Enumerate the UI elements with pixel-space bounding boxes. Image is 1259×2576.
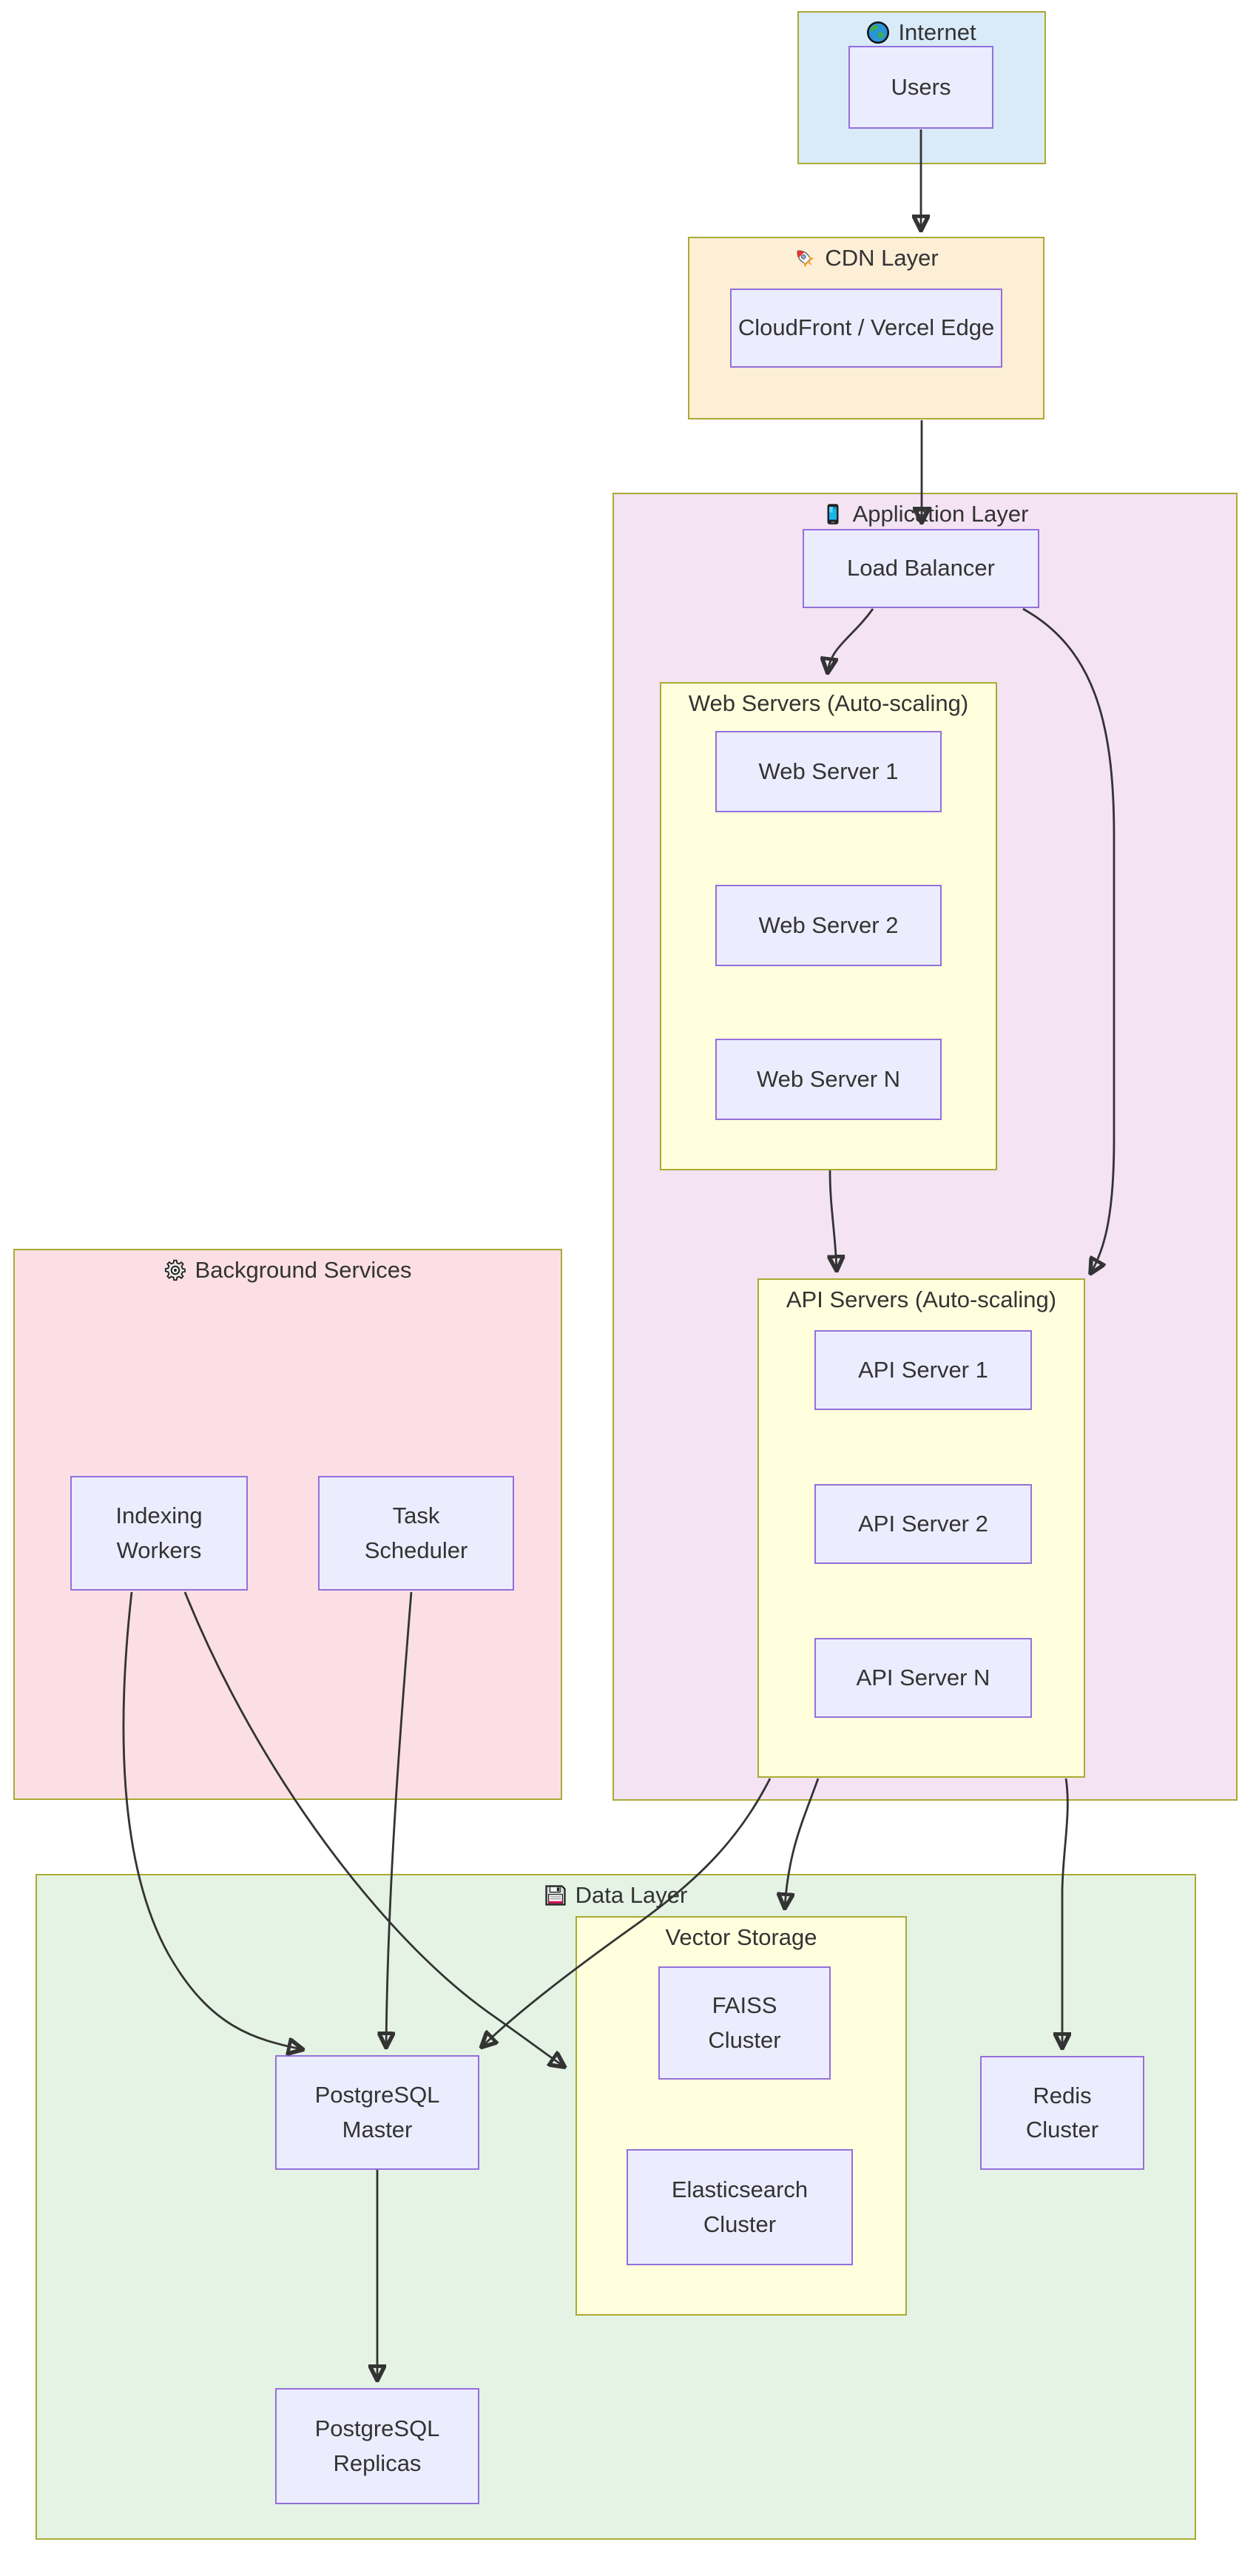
node-redis-cluster: Redis Cluster: [980, 2056, 1144, 2170]
group-application-layer-label: Application Layer: [852, 501, 1029, 527]
group-vector-storage-title: Vector Storage: [577, 1923, 905, 1951]
group-data-layer-title: Data Layer: [37, 1881, 1195, 1909]
group-internet-title: Internet: [799, 18, 1044, 46]
node-api-server-2: API Server 2: [814, 1484, 1032, 1564]
rocket-icon: [794, 247, 816, 269]
node-cloudfront-vercel-edge: CloudFront / Vercel Edge: [730, 289, 1002, 368]
node-task-scheduler: Task Scheduler: [318, 1476, 514, 1591]
node-users: Users: [848, 46, 993, 129]
node-api-server-1: API Server 1: [814, 1330, 1032, 1410]
globe-icon: [867, 21, 890, 44]
mobile-phone-icon: [822, 503, 844, 525]
group-web-servers-label: Web Servers (Auto-scaling): [688, 690, 969, 716]
group-application-layer-title: Application Layer: [614, 500, 1236, 527]
node-postgresql-replicas: PostgreSQL Replicas: [275, 2388, 479, 2504]
group-api-servers-title: API Servers (Auto-scaling): [759, 1286, 1084, 1313]
node-web-server-n: Web Server N: [715, 1039, 942, 1120]
node-faiss-cluster: FAISS Cluster: [658, 1966, 831, 2080]
group-background-services-title: Background Services: [15, 1256, 561, 1284]
node-postgresql-master: PostgreSQL Master: [275, 2055, 479, 2170]
group-vector-storage-label: Vector Storage: [665, 1924, 817, 1950]
gear-icon: [164, 1259, 186, 1281]
node-web-server-1: Web Server 1: [715, 731, 942, 812]
node-indexing-workers: Indexing Workers: [70, 1476, 248, 1591]
node-elasticsearch-cluster: Elasticsearch Cluster: [627, 2149, 853, 2265]
group-cdn-title: CDN Layer: [689, 244, 1043, 272]
floppy-disk-icon: [544, 1884, 567, 1906]
group-data-layer-label: Data Layer: [575, 1882, 688, 1908]
group-background-services-label: Background Services: [195, 1257, 412, 1283]
group-internet-label: Internet: [898, 19, 976, 45]
node-api-server-n: API Server N: [814, 1638, 1032, 1718]
group-cdn-label: CDN Layer: [825, 245, 939, 271]
node-load-balancer: Load Balancer: [803, 529, 1039, 608]
group-web-servers-title: Web Servers (Auto-scaling): [661, 689, 996, 717]
group-api-servers-label: API Servers (Auto-scaling): [786, 1287, 1057, 1312]
node-web-server-2: Web Server 2: [715, 885, 942, 966]
